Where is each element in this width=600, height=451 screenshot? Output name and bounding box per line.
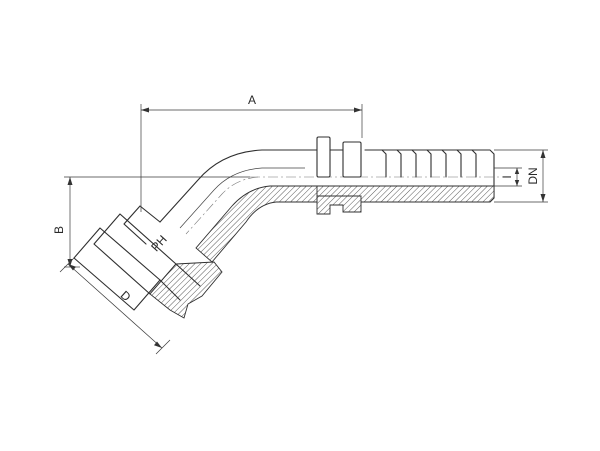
dimension-b-label: B xyxy=(52,226,66,234)
flange-head xyxy=(73,205,223,319)
dimension-d-label: D xyxy=(118,288,134,304)
dimension-d: D xyxy=(59,257,171,355)
dimension-i: I xyxy=(494,167,522,187)
dimension-dn: DN xyxy=(494,149,548,203)
bent-tube xyxy=(159,149,318,263)
dimension-a: A xyxy=(140,93,363,212)
dimension-i-label: I xyxy=(500,175,514,178)
dimension-a-label: A xyxy=(248,93,256,107)
dimension-ph: PH xyxy=(148,232,170,254)
dimension-dn-label: DN xyxy=(526,167,540,184)
ferrule-collar xyxy=(316,136,362,215)
dimension-ph-label: PH xyxy=(148,232,170,254)
dimension-b: B xyxy=(52,176,250,268)
